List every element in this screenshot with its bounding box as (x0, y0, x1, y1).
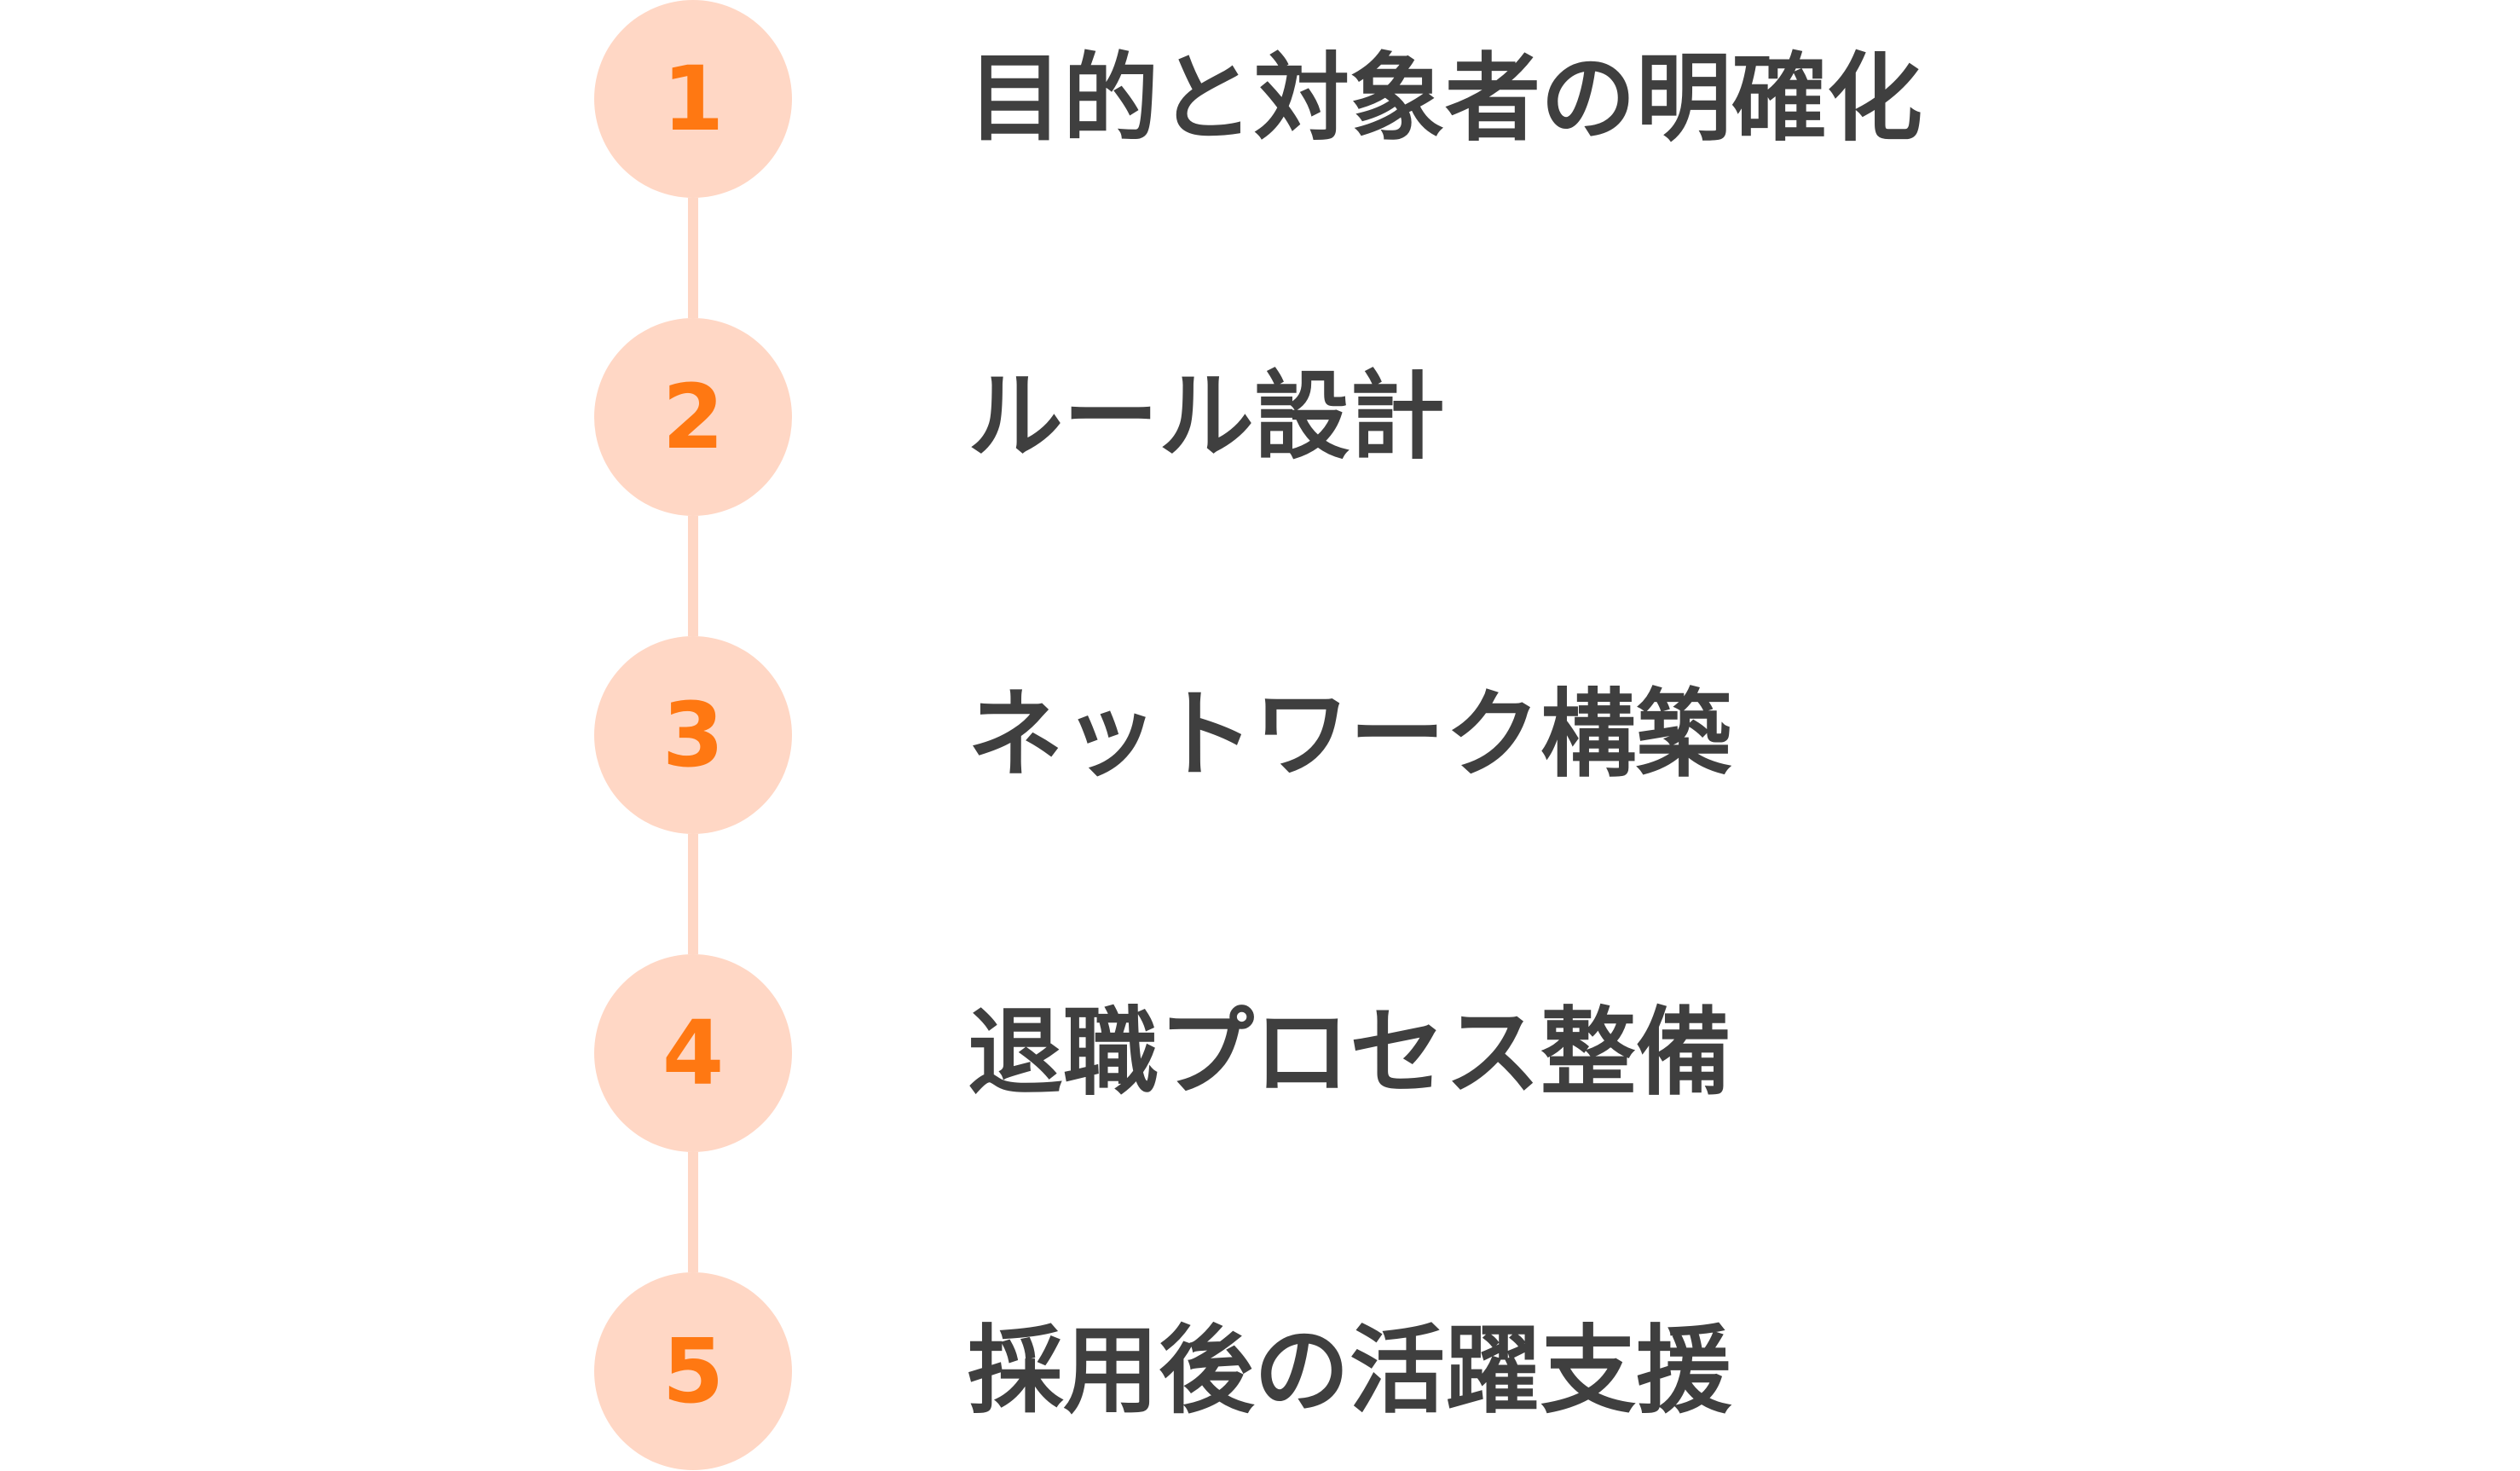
connector-line-1-2 (688, 198, 698, 318)
step-2-number: 2 (662, 365, 725, 469)
step-2-circle: 2 (594, 318, 792, 516)
step-5-number: 5 (662, 1319, 725, 1423)
step-3-circle: 3 (594, 636, 792, 834)
step-5-circle: 5 (594, 1272, 792, 1470)
connector-line-2-3 (688, 516, 698, 636)
step-5-label: 採用後の活躍支援 (968, 1316, 1731, 1427)
step-4-number: 4 (662, 1001, 725, 1105)
step-1-label: 目的と対象者の明確化 (968, 43, 1922, 154)
connector-line-3-4 (688, 834, 698, 954)
step-1-number: 1 (662, 47, 725, 151)
step-1-circle: 1 (594, 0, 792, 198)
step-2-label: ルール設計 (968, 362, 1445, 472)
step-3-number: 3 (662, 683, 725, 787)
step-4-circle: 4 (594, 954, 792, 1152)
step-4-label: 退職プロセス整備 (968, 998, 1731, 1109)
step-3-label: ネットワーク構築 (968, 680, 1731, 791)
connector-line-4-5 (688, 1152, 698, 1272)
